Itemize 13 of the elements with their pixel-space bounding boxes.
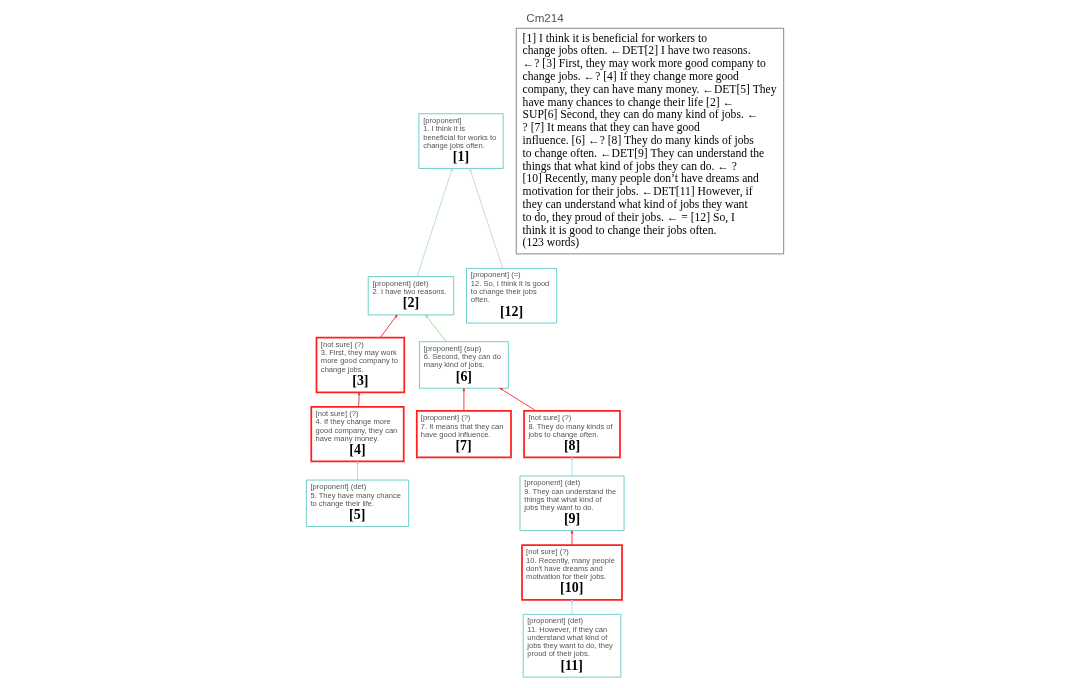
arrow (570, 457, 573, 477)
arrow (424, 314, 447, 342)
arrow (462, 387, 465, 412)
arrow (570, 599, 573, 615)
node-box: [1] I think it is beneficial for workers to change jobs often. ←DET[2] I have two reasons. ←? [3] First, they may work more good company to change jobs. ←? [4] If they change more good company, they can have many money. ←DET[5] They have many chances to change their life [2] ← SUP[6] Second, they can do many kind of jobs. ← ? [7] It means that they can have good influence. [6] ←? [8] They do many kinds of jobs to change often. ←DET[9] They can understand the things that what kind of jobs they can do. ← ? [10] Recently, many people don’t have dreams and motivation for their jobs. ←DET[11] However, if they can understand what kind of jobs they want to do, they proud of their jobs. ← = [12] So, I think it is good to change their jobs often. (123 words) (515, 28, 784, 255)
arrow (499, 387, 536, 412)
arrow (416, 168, 453, 277)
arrow (570, 530, 573, 546)
diagram-title: Cm214 (525, 11, 564, 25)
arrow (379, 314, 397, 338)
arrow (355, 461, 359, 481)
arrow (357, 392, 360, 408)
arrow (468, 168, 503, 269)
